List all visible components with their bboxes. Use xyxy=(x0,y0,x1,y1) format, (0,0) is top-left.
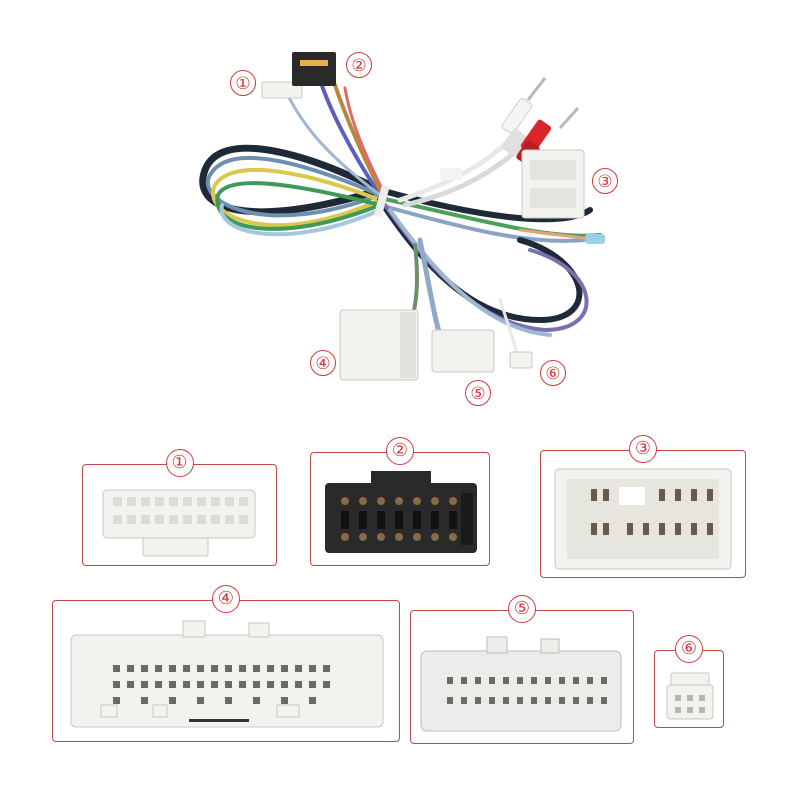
panel-6-label: ⑥ xyxy=(675,635,703,663)
connector-panel-4: ④ xyxy=(52,585,400,742)
connector-5-image xyxy=(420,636,622,732)
callout-3: ③ xyxy=(592,168,618,194)
callout-2: ② xyxy=(346,52,372,78)
connector-2-image xyxy=(325,471,477,553)
wiring-harness-photo xyxy=(199,52,605,381)
connector-panel-6: ⑥ xyxy=(654,635,724,728)
connector-panel-3: ③ xyxy=(540,435,746,578)
panel-1-label: ① xyxy=(165,449,194,477)
connector-6-image xyxy=(666,672,714,720)
panel-4-label: ④ xyxy=(212,585,240,613)
connector-4-image xyxy=(70,620,384,728)
panel-5-label: ⑤ xyxy=(508,595,536,623)
callout-4: ④ xyxy=(310,350,336,376)
panel-2-label: ② xyxy=(386,437,414,465)
callout-5: ⑤ xyxy=(465,380,491,406)
panel-3-label: ③ xyxy=(629,435,657,463)
connector-panel-5: ⑤ xyxy=(410,595,634,744)
connector-panel-2: ② xyxy=(310,437,490,566)
connector-1-image xyxy=(102,489,256,557)
callout-6: ⑥ xyxy=(540,360,566,386)
callout-1: ① xyxy=(230,70,256,96)
connector-3-image xyxy=(554,468,732,570)
connector-panel-1: ① xyxy=(82,449,277,566)
